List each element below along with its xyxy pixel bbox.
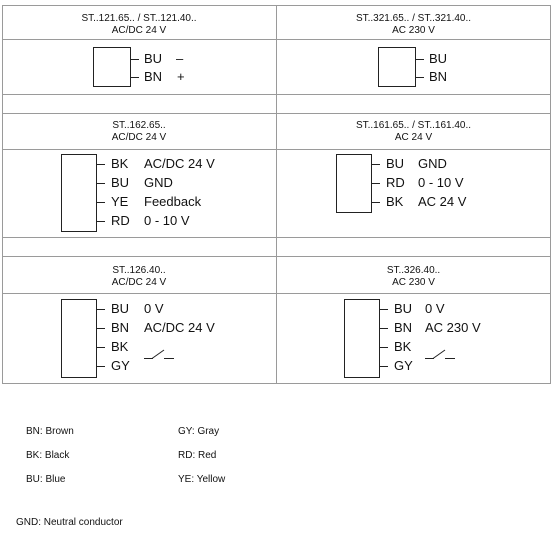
wire-code: BU [144, 51, 163, 66]
wire-code: BU [111, 175, 130, 190]
cell-3-header: ST..162.65.. AC/DC 24 V [2, 120, 276, 144]
pin-line [380, 309, 388, 310]
cell-3-title: ST..162.65.. [112, 120, 166, 131]
wire-value: AC/DC 24 V [144, 156, 215, 171]
wire-code: YE [111, 194, 129, 209]
pin-line [97, 221, 105, 222]
wire-code: BU [394, 301, 413, 316]
cell-2-header: ST..321.65.. / ST..321.40.. AC 230 V [276, 13, 551, 37]
pin-line [97, 183, 105, 184]
legend-gray: GY: Gray [178, 426, 220, 437]
wire-code: RD [386, 175, 405, 190]
wiring-table [2, 5, 551, 384]
pin-line [131, 77, 139, 78]
legend-brown: BN: Brown [26, 426, 74, 437]
cell-5-header: ST..126.40.. AC/DC 24 V [2, 265, 276, 289]
table-grid-lines [2, 5, 551, 384]
cell-1-header: ST..121.65.. / ST..121.40.. AC/DC 24 V [2, 13, 276, 37]
cell-4-subtitle: AC 24 V [394, 132, 433, 143]
pin-line [372, 183, 380, 184]
cell-2-device-box [378, 47, 416, 87]
pin-line [372, 164, 380, 165]
wire-code: GY [394, 358, 413, 373]
cell-5-subtitle: AC/DC 24 V [111, 277, 167, 288]
pin-line [97, 328, 105, 329]
wire-value: 0 V [144, 301, 164, 316]
cell-2-title: ST..321.65.. / ST..321.40.. [355, 13, 472, 24]
pin-line [97, 202, 105, 203]
cell-1-subtitle: AC/DC 24 V [111, 25, 167, 36]
wire-code: BU [386, 156, 405, 171]
wire-value: 0 - 10 V [418, 175, 464, 190]
cell-5-device-box [61, 299, 97, 378]
cell-6-device-box [344, 299, 380, 378]
pin-line [131, 59, 139, 60]
switch-contact-icon [425, 349, 455, 359]
wire-code: BU [429, 51, 448, 66]
wire-value: AC 230 V [425, 320, 481, 335]
pin-line [380, 366, 388, 367]
wire-value: + [177, 69, 185, 84]
wire-code: BK [386, 194, 404, 209]
wire-code: BN [144, 69, 163, 84]
legend-blue: BU: Blue [26, 474, 66, 485]
cell-3-subtitle: AC/DC 24 V [111, 132, 167, 143]
wire-code: BU [111, 301, 130, 316]
cell-4-device-box [336, 154, 372, 213]
cell-1-title: ST..121.65.. / ST..121.40.. [81, 13, 197, 24]
legend-black: BK: Black [26, 450, 70, 461]
pin-line [380, 328, 388, 329]
wire-code: BN [111, 320, 130, 335]
wire-code: BK [111, 339, 129, 354]
legend-red: RD: Red [178, 450, 217, 461]
wire-value: GND [144, 175, 173, 190]
wire-value: AC 24 V [418, 194, 467, 209]
wire-value: 0 - 10 V [144, 213, 190, 228]
legend-gnd: GND: Neutral conductor [16, 517, 123, 528]
cell-6-subtitle: AC 230 V [392, 277, 435, 288]
wire-code: GY [111, 358, 130, 373]
pin-line [372, 202, 380, 203]
wire-value: 0 V [425, 301, 445, 316]
wire-value: – [176, 51, 184, 66]
wire-code: BK [111, 156, 129, 171]
pin-line [97, 347, 105, 348]
switch-contact-icon [144, 349, 174, 359]
cell-2-subtitle: AC 230 V [392, 25, 435, 36]
cell-6-header: ST..326.40.. AC 230 V [276, 265, 551, 289]
wire-value: Feedback [144, 194, 202, 209]
wire-value: AC/DC 24 V [144, 320, 215, 335]
cell-6-title: ST..326.40.. [386, 265, 441, 276]
pin-line [97, 309, 105, 310]
cell-3-device-box [61, 154, 97, 232]
wire-code: BK [394, 339, 412, 354]
pin-line [416, 77, 424, 78]
wire-value: GND [418, 156, 447, 171]
cell-1-device-box [93, 47, 131, 87]
cell-4-title: ST..161.65.. / ST..161.40.. [355, 120, 472, 131]
legend-yellow: YE: Yellow [178, 474, 226, 485]
pin-line [380, 347, 388, 348]
wire-code: BN [394, 320, 413, 335]
wire-code: BN [429, 69, 448, 84]
wire-code: RD [111, 213, 130, 228]
pin-line [97, 366, 105, 367]
cell-5-title: ST..126.40.. [112, 265, 166, 276]
pin-line [416, 59, 424, 60]
cell-4-header: ST..161.65.. / ST..161.40.. AC 24 V [276, 120, 551, 144]
pin-line [97, 164, 105, 165]
